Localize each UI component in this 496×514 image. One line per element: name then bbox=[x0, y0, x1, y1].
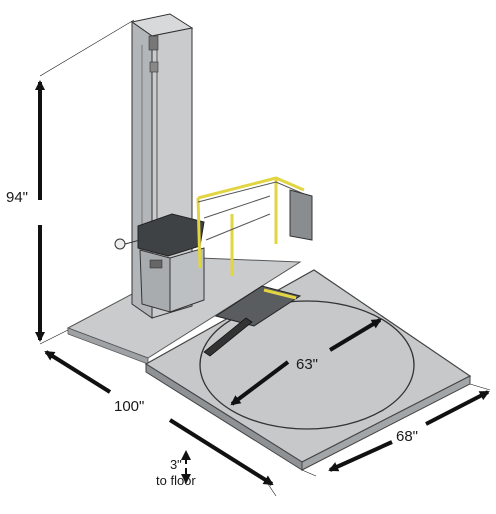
width-dimension-label: 100" bbox=[114, 398, 145, 415]
height-dimension-label: 94" bbox=[6, 189, 29, 206]
floor-clearance-value: 3" bbox=[169, 457, 182, 472]
depth-dimension-label: 68" bbox=[396, 428, 419, 445]
floor-clearance-label: 3" to floor bbox=[156, 457, 196, 490]
turntable-diameter-label: 63" bbox=[296, 356, 319, 373]
turntable-circle bbox=[199, 300, 415, 430]
width-dimension-arrow bbox=[44, 350, 112, 394]
safety-frame bbox=[196, 176, 305, 276]
floor-clearance-caption: to floor bbox=[156, 473, 196, 489]
depth-dimension-arrow bbox=[328, 440, 393, 472]
diameter-dimension-arrow bbox=[230, 360, 290, 406]
